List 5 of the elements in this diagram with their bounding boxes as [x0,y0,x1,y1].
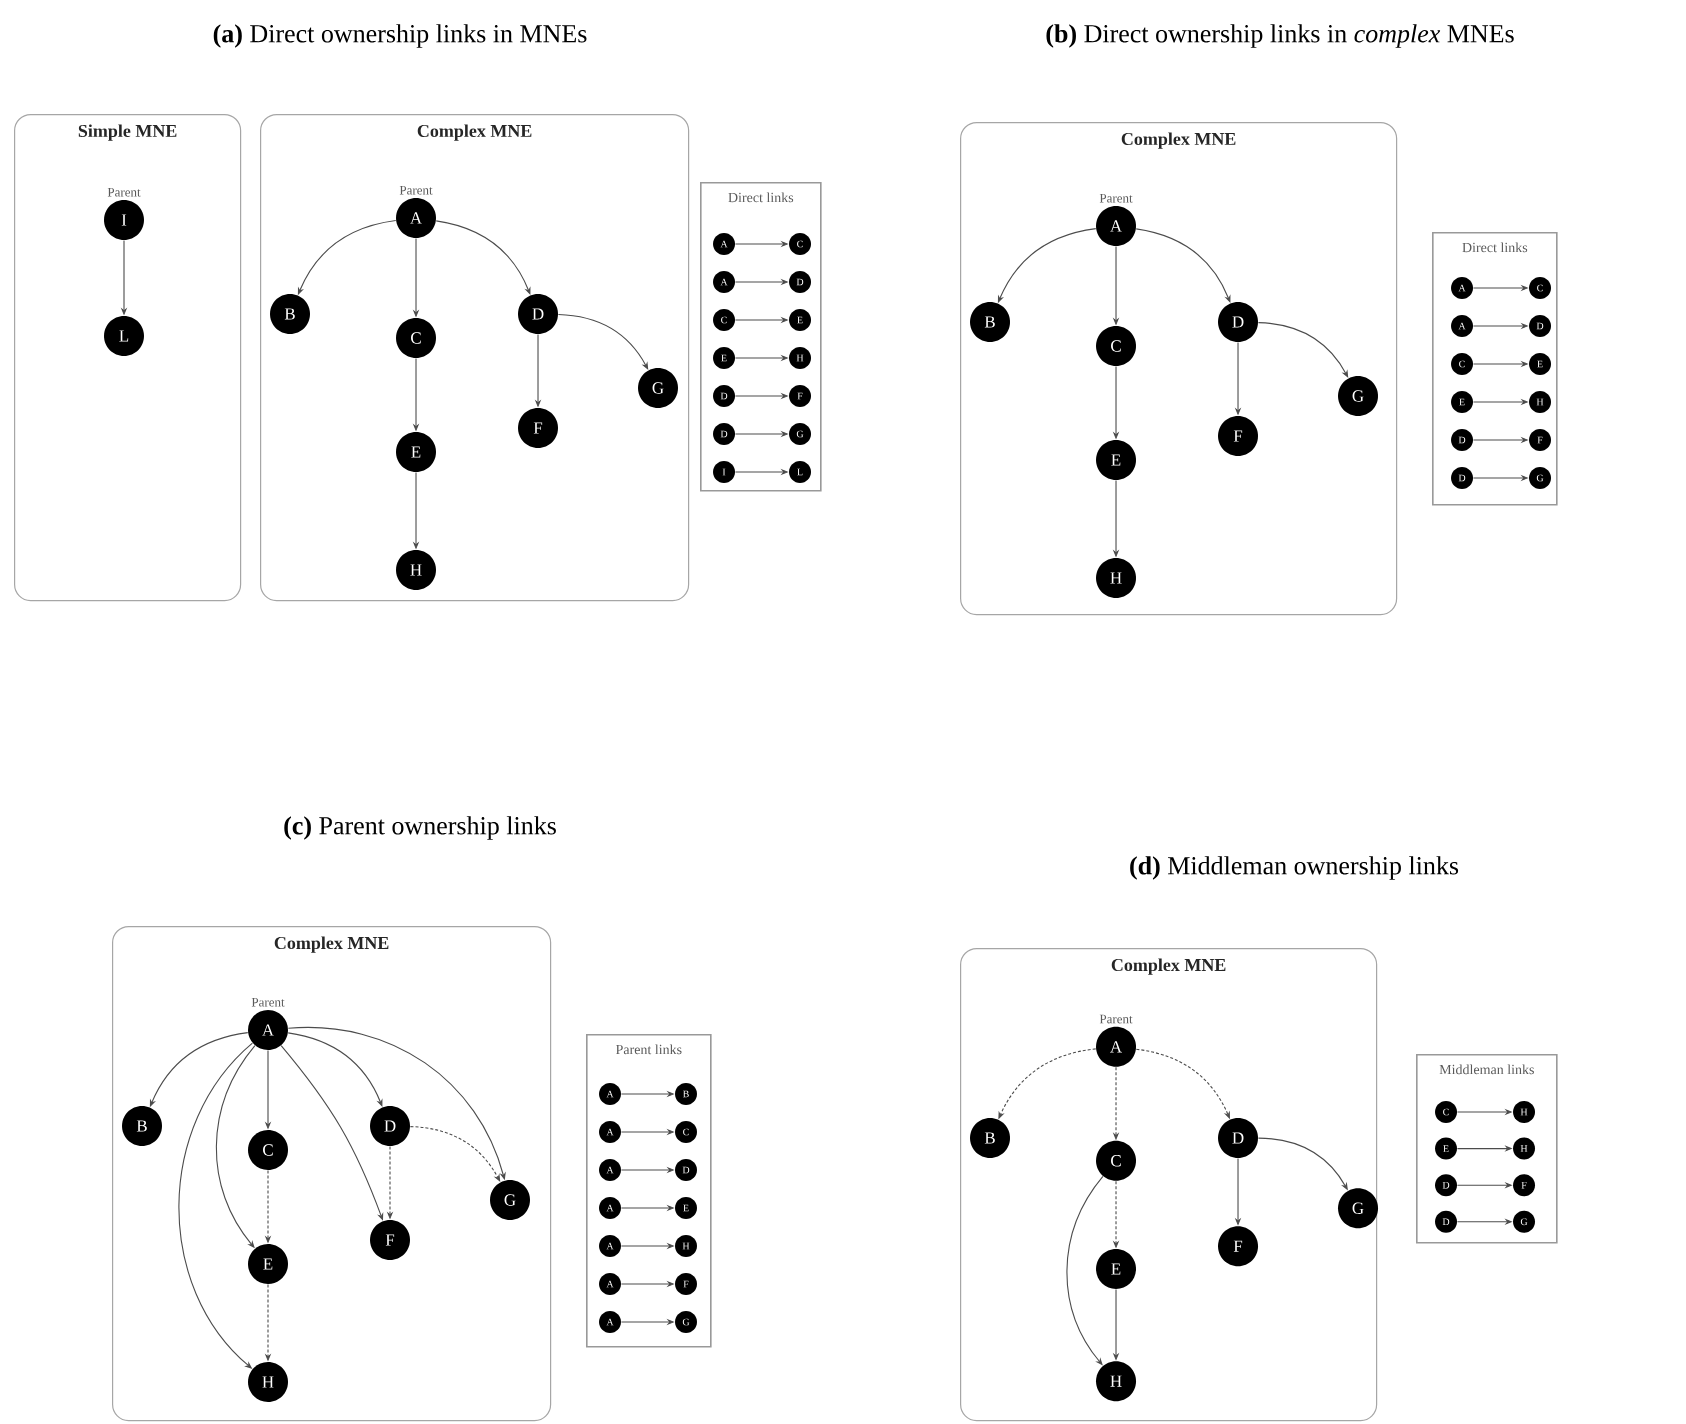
subfigure-caption: (d) Middleman ownership links [1130,856,1459,880]
subfigure-caption: (c) Parent ownership links [284,816,556,840]
subfigure-caption: (b) Direct ownership links in complex MNEs [1046,24,1514,48]
arrow [178,1042,253,1369]
subfigure-caption: (a) Direct ownership links in MNEs [213,24,587,48]
